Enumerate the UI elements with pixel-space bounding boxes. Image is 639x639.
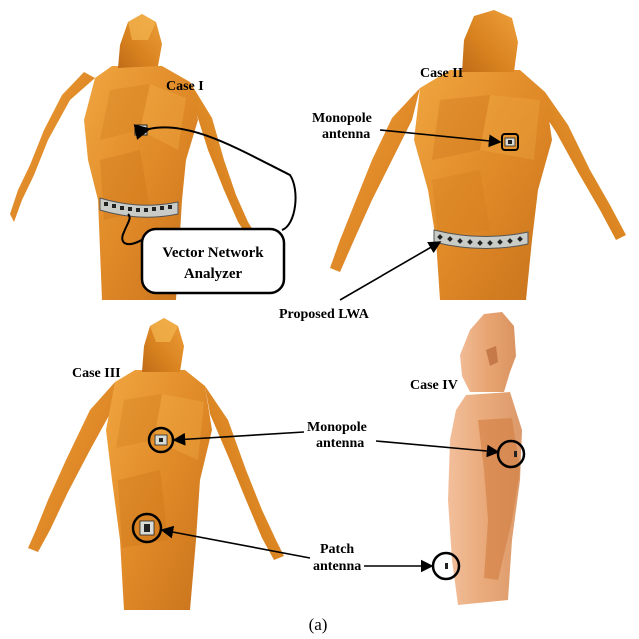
vna-label-line2: Analyzer: [184, 266, 243, 282]
case3-label: Case III: [72, 366, 121, 381]
case1-monopole-antenna: [135, 125, 147, 135]
proposed-lwa-label: Proposed LWA: [279, 307, 370, 322]
case1-label: Case I: [166, 79, 204, 94]
case4-label: Case IV: [410, 378, 458, 393]
monopole-label-line1: Monopole: [307, 420, 367, 435]
vna-box: Vector Network Analyzer: [142, 229, 284, 293]
case2-human-model: [330, 10, 626, 300]
case3-human-model: [28, 318, 284, 610]
vna-label-line1: Vector Network: [162, 245, 264, 261]
case2-monopole-label-line2: antenna: [322, 127, 370, 142]
figure-caption: (a): [309, 615, 328, 634]
case2-label: Case II: [420, 66, 463, 81]
lwa-arrow: [340, 242, 440, 300]
patch-label-line2: antenna: [313, 559, 361, 574]
monopole-label-line2: antenna: [316, 436, 364, 451]
case2-monopole-label-line1: Monopole: [312, 111, 372, 126]
patch-label-line1: Patch: [320, 542, 354, 557]
